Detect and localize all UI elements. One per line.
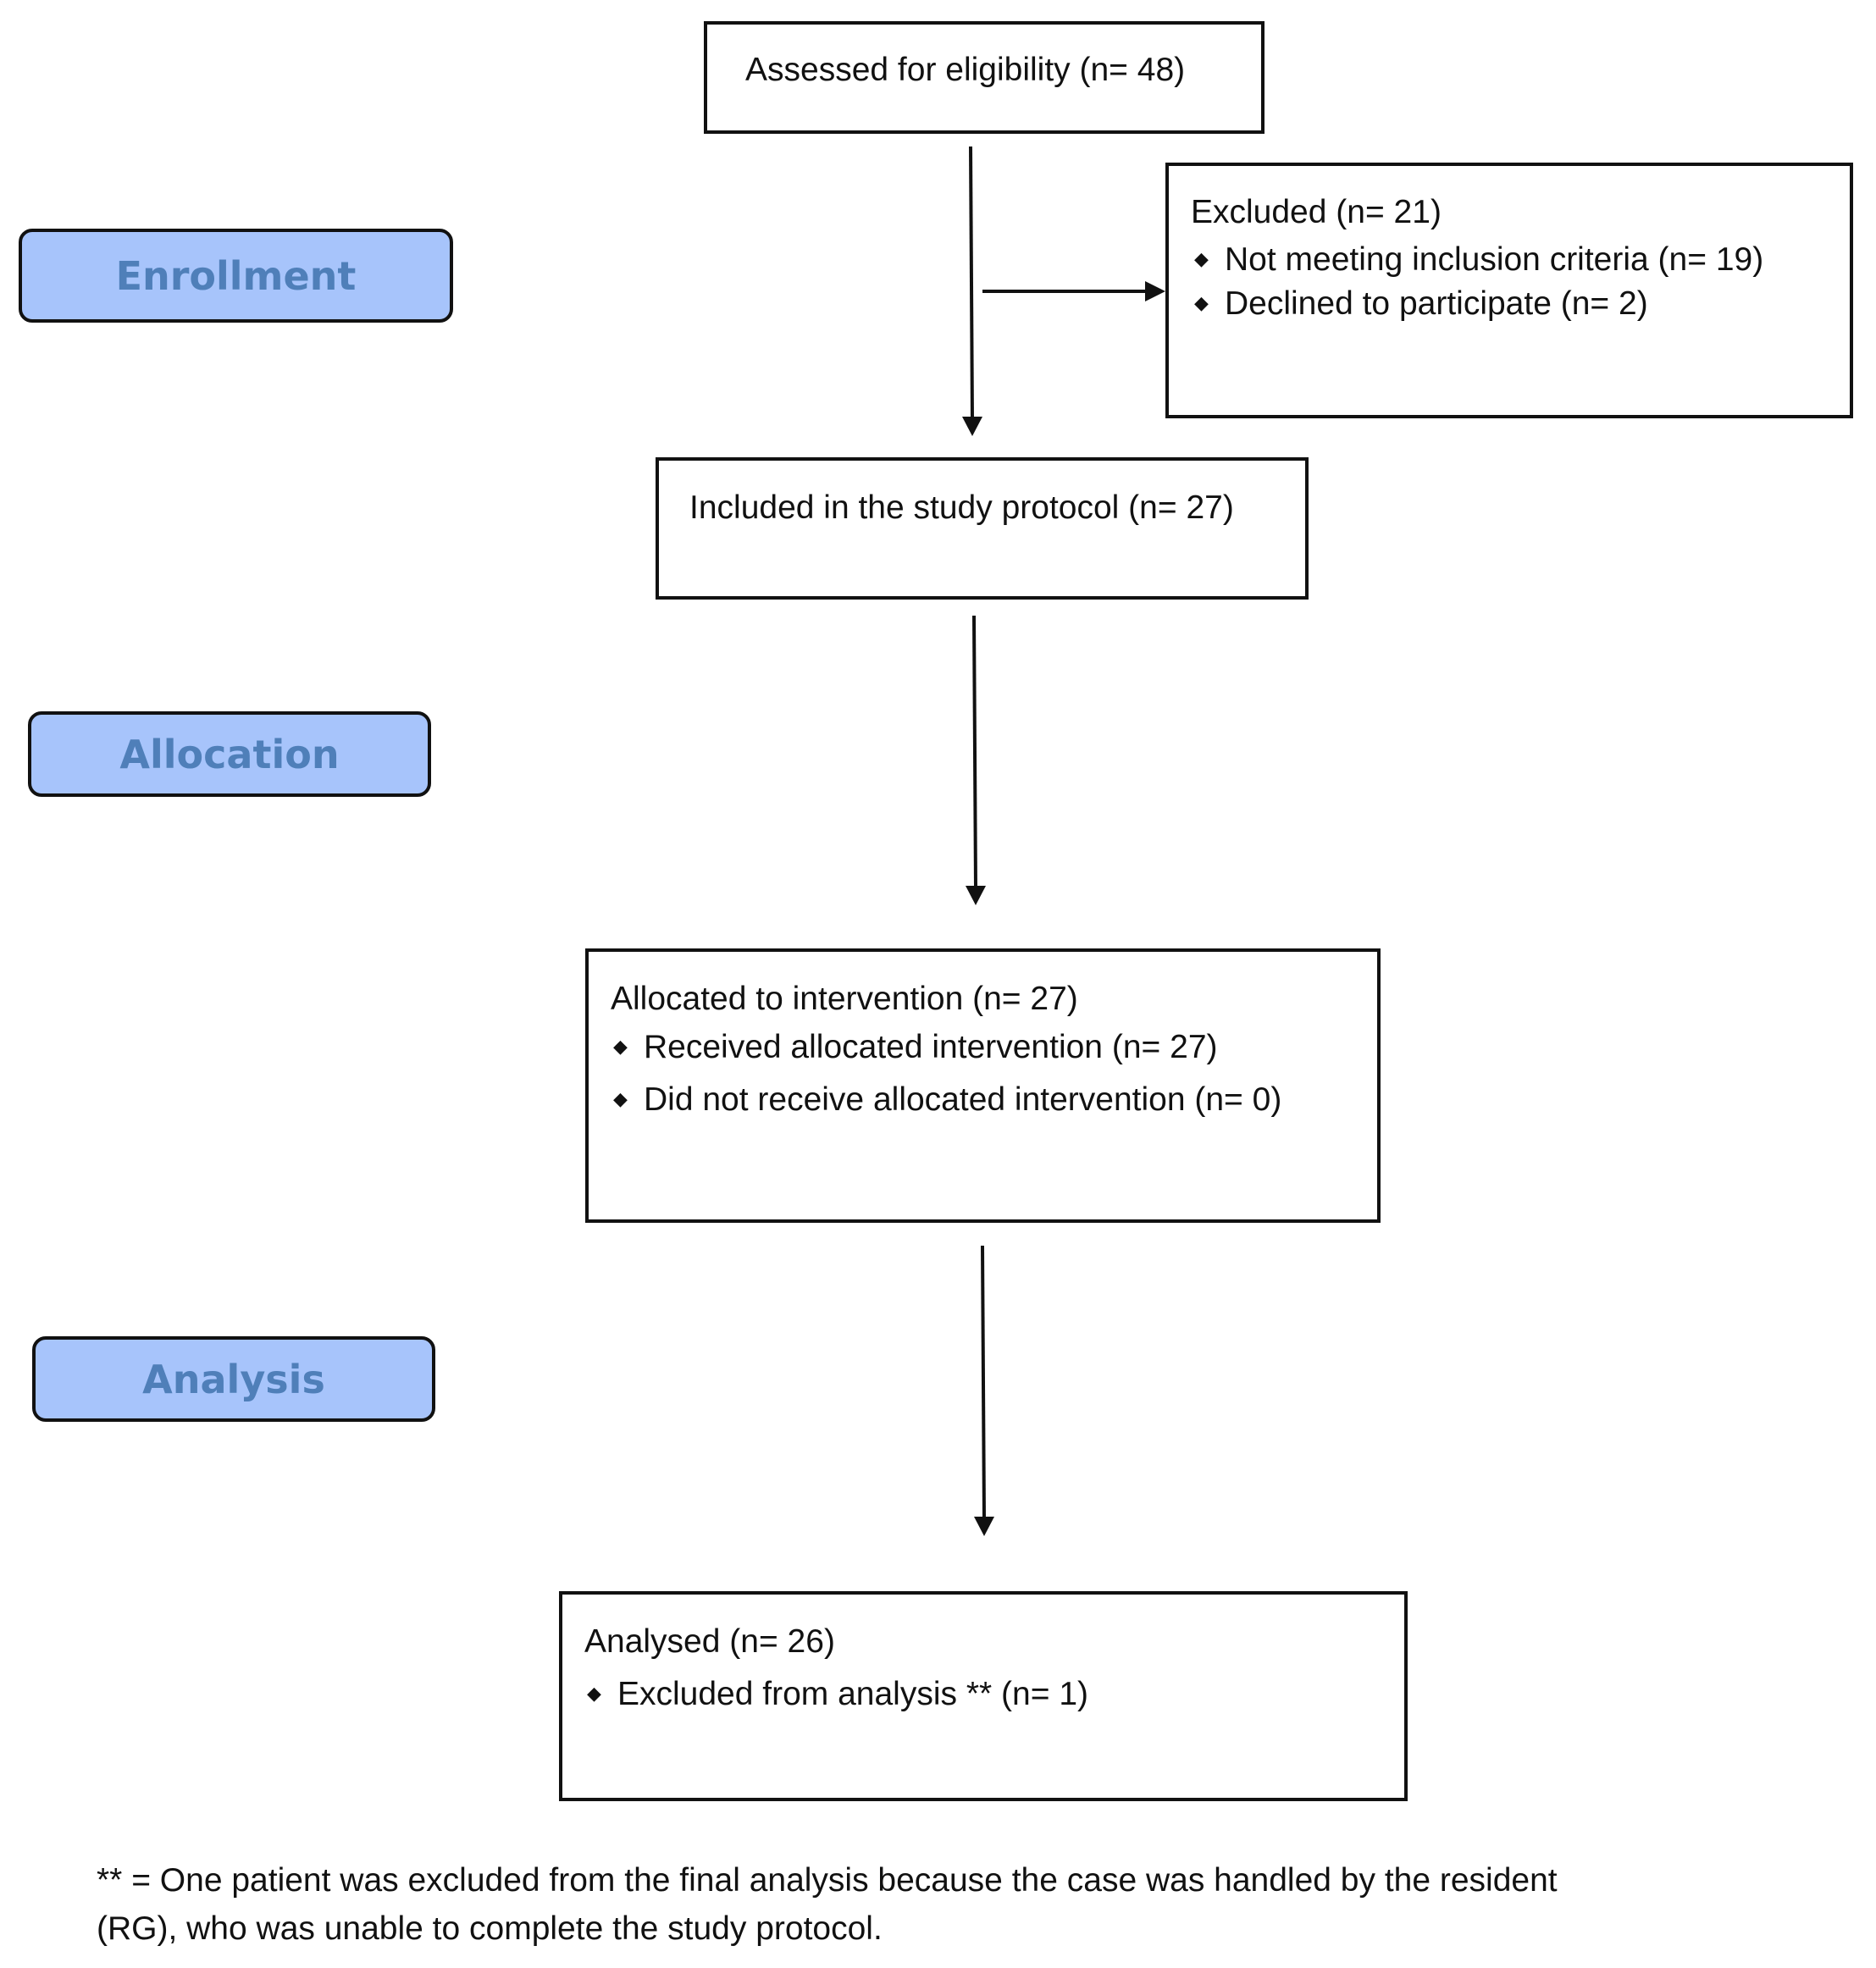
diamond-bullet-icon: ◆ (1194, 247, 1209, 269)
analysed-item: ◆ Excluded from analysis ** (n= 1) (587, 1678, 1088, 1711)
diamond-bullet-icon: ◆ (1194, 291, 1209, 313)
allocated-item: ◆ Received allocated intervention (n= 27) (613, 1031, 1218, 1064)
arrowhead-icon (962, 417, 982, 436)
assessed-text: Assessed for eligibility (n= 48) (745, 52, 1186, 88)
footnote-line-2: (RG), who was unable to complete the stu… (97, 1910, 883, 1947)
diamond-bullet-icon: ◆ (613, 1087, 628, 1109)
excluded-item: ◆ Not meeting inclusion criteria (n= 19) (1194, 243, 1763, 276)
arrowhead-icon (974, 1517, 994, 1536)
analysed-box (559, 1591, 1408, 1801)
analysed-title: Analysed (n= 26) (584, 1623, 835, 1660)
allocated-title: Allocated to intervention (n= 27) (611, 981, 1078, 1017)
excluded-item: ◆ Declined to participate (n= 2) (1194, 287, 1648, 320)
arrow-assessed-to-included (969, 146, 974, 422)
arrowhead-icon (966, 886, 986, 905)
allocated-item: ◆ Did not receive allocated intervention … (613, 1083, 1281, 1116)
stage-label-enrollment: Enrollment (19, 229, 453, 323)
stage-label-allocation: Allocation (28, 711, 431, 797)
allocated-item-text: Received allocated intervention (n= 27) (644, 1029, 1218, 1065)
stage-label-analysis: Analysis (32, 1336, 435, 1422)
arrowhead-icon (1145, 281, 1165, 301)
footnote-line-1: ** = One patient was excluded from the f… (97, 1862, 1558, 1899)
arrow-included-to-allocated (972, 615, 977, 890)
allocated-box (585, 948, 1381, 1223)
analysed-item-text: Excluded from analysis ** (n= 1) (617, 1676, 1088, 1712)
assessed-box (704, 21, 1265, 134)
allocated-item-text: Did not receive allocated intervention (… (644, 1081, 1282, 1118)
diamond-bullet-icon: ◆ (587, 1682, 601, 1704)
diamond-bullet-icon: ◆ (613, 1035, 628, 1057)
arrow-allocated-to-analysed (981, 1245, 986, 1521)
included-box (656, 457, 1309, 600)
excluded-title: Excluded (n= 21) (1191, 194, 1442, 230)
included-text: Included in the study protocol (n= 27) (689, 489, 1234, 526)
excluded-item-text: Declined to participate (n= 2) (1225, 285, 1648, 322)
excluded-box (1165, 163, 1853, 418)
excluded-item-text: Not meeting inclusion criteria (n= 19) (1225, 241, 1764, 278)
